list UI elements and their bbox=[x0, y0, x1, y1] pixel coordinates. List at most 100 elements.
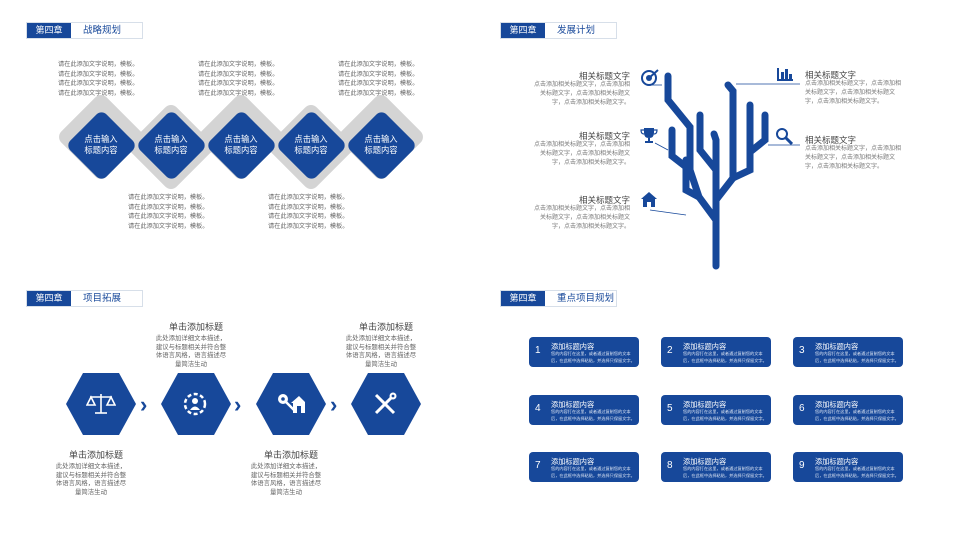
diamond-label: 点击输入标题内容 bbox=[349, 134, 413, 155]
item-title: 相关标题文字 bbox=[805, 135, 857, 145]
text-line: 请在此添加文字说明，模板。 bbox=[268, 222, 349, 230]
trophy-icon bbox=[640, 128, 658, 143]
text-block: 请在此添加文字说明，模板。请在此添加文字说明，模板。请在此添加文字说明，模板。请… bbox=[58, 60, 158, 98]
item-title: 相关标题文字 bbox=[578, 131, 630, 141]
text-line: 请在此添加文字说明，模板。 bbox=[268, 213, 349, 221]
item-desc: 点击添加相关标题文字，点击添加相关标题文字，点击添加相关标题文字，点击添加相关标… bbox=[533, 82, 630, 107]
chapter-tag: 第四章 bbox=[501, 23, 545, 38]
item-desc: 点击添加相关标题文字，点击添加相关标题文字，点击添加相关标题文字，点击添加相关标… bbox=[805, 146, 902, 171]
hexagon-shape[interactable] bbox=[160, 372, 232, 436]
chevron-right-icon: › bbox=[330, 392, 338, 417]
chevron-right-icon: › bbox=[234, 392, 242, 417]
diamond-label-line: 点击输入 bbox=[294, 134, 328, 144]
block-title: 单击添加标题 bbox=[263, 450, 318, 460]
text-block: 请在此添加文字说明，模板。请在此添加文字说明，模板。请在此添加文字说明，模板。请… bbox=[128, 193, 228, 231]
block-title: 单击添加标题 bbox=[68, 450, 123, 460]
diamond-label-line: 点击输入 bbox=[364, 134, 398, 144]
section-title: 发展计划 bbox=[557, 25, 596, 36]
text-line: 请在此添加文字说明，模板。 bbox=[128, 203, 209, 211]
item-desc: 点击添加相关标题文字，点击添加相关标题文字，点击添加相关标题文字，点击添加相关标… bbox=[805, 81, 902, 106]
key-house-icon bbox=[278, 394, 305, 413]
gear-person-icon bbox=[183, 392, 207, 416]
section-header-q3: 第四章 项目拓展 bbox=[26, 290, 143, 307]
card-number: 2 bbox=[667, 345, 673, 356]
chapter-tag: 第四章 bbox=[27, 291, 71, 306]
card-desc: 您的内容打在这里，或者通过复制您的文本后，在此框中选择粘贴，并选择只保留文字。 bbox=[683, 351, 767, 363]
item-desc: 点击添加相关标题文字，点击添加相关标题文字，点击添加相关标题文字，点击添加相关标… bbox=[533, 206, 630, 231]
card-desc: 您的内容打在这里，或者通过复制您的文本后，在此框中选择粘贴，并选择只保留文字。 bbox=[683, 409, 767, 421]
card-desc: 您的内容打在这里，或者通过复制您的文本后，在此框中选择粘贴，并选择只保留文字。 bbox=[815, 351, 899, 363]
block-desc: 此处添加详细文本描述，建议与标题相关并符合整体语言风格，语言描述尽量简洁生动 bbox=[155, 335, 227, 368]
card-title: 添加标题内容 bbox=[815, 342, 859, 351]
chapter-tag: 第四章 bbox=[501, 291, 545, 306]
diamond-label-line: 标题内容 bbox=[364, 144, 398, 155]
text-block: 请在此添加文字说明，模板。请在此添加文字说明，模板。请在此添加文字说明，模板。请… bbox=[268, 193, 368, 231]
text-line: 请在此添加文字说明，模板。 bbox=[268, 194, 349, 201]
section-header-q4: 第四章 重点项目规划 bbox=[500, 290, 617, 307]
card-title: 添加标题内容 bbox=[551, 400, 595, 409]
block-desc: 此处添加详细文本描述，建议与标题相关并符合整体语言风格，语言描述尽量简洁生动 bbox=[250, 463, 322, 496]
diamond-label-line: 标题内容 bbox=[154, 144, 188, 155]
card-title: 添加标题内容 bbox=[551, 342, 595, 351]
diamond-label-line: 点击输入 bbox=[84, 134, 118, 144]
chevron-right-icon: › bbox=[140, 392, 148, 417]
card-title: 添加标题内容 bbox=[551, 457, 595, 466]
hexagon-shape[interactable] bbox=[255, 372, 327, 436]
diamond-label-line: 标题内容 bbox=[84, 144, 118, 155]
text-line: 请在此添加文字说明，模板。 bbox=[338, 70, 419, 78]
card-number: 8 bbox=[667, 460, 673, 471]
home-icon bbox=[641, 192, 657, 207]
text-block: 请在此添加文字说明，模板。请在此添加文字说明，模板。请在此添加文字说明，模板。请… bbox=[338, 60, 438, 98]
card-desc: 您的内容打在这里，或者通过复制您的文本后，在此框中选择粘贴，并选择只保留文字。 bbox=[683, 466, 767, 478]
diamond-label: 点击输入标题内容 bbox=[279, 134, 343, 155]
item-title: 相关标题文字 bbox=[578, 71, 630, 81]
text-line: 请在此添加文字说明，模板。 bbox=[58, 61, 139, 68]
card-desc: 您的内容打在这里，或者通过复制您的文本后，在此框中选择粘贴，并选择只保留文字。 bbox=[551, 351, 635, 363]
plan-card[interactable]: 8 添加标题内容您的内容打在这里，或者通过复制您的文本后，在此框中选择粘贴，并选择… bbox=[661, 452, 771, 482]
card-number: 1 bbox=[535, 345, 541, 356]
card-number: 7 bbox=[535, 460, 541, 471]
tools-icon bbox=[374, 392, 397, 415]
section-title: 重点项目规划 bbox=[557, 293, 615, 304]
plan-card[interactable]: 4 添加标题内容您的内容打在这里，或者通过复制您的文本后，在此框中选择粘贴，并选择… bbox=[529, 395, 639, 425]
section-header-q2: 第四章 发展计划 bbox=[500, 22, 617, 39]
card-title: 添加标题内容 bbox=[683, 400, 727, 409]
search-icon bbox=[776, 128, 793, 145]
diamond-label-line: 标题内容 bbox=[224, 144, 258, 155]
card-number: 9 bbox=[799, 460, 805, 471]
item-title: 相关标题文字 bbox=[805, 70, 857, 80]
card-desc: 您的内容打在这里，或者通过复制您的文本后，在此框中选择粘贴，并选择只保留文字。 bbox=[551, 409, 635, 421]
card-title: 添加标题内容 bbox=[815, 400, 859, 409]
text-line: 请在此添加文字说明，模板。 bbox=[128, 213, 209, 221]
card-number: 4 bbox=[535, 403, 541, 414]
diamond-label-line: 点击输入 bbox=[224, 134, 258, 144]
text-line: 请在此添加文字说明，模板。 bbox=[128, 222, 209, 230]
card-desc: 您的内容打在这里，或者通过复制您的文本后，在此框中选择粘贴，并选择只保留文字。 bbox=[815, 409, 899, 421]
text-line: 请在此添加文字说明，模板。 bbox=[58, 70, 139, 78]
text-line: 请在此添加文字说明，模板。 bbox=[198, 89, 279, 97]
card-title: 添加标题内容 bbox=[683, 457, 727, 466]
block-title: 单击添加标题 bbox=[168, 322, 223, 332]
text-line: 请在此添加文字说明，模板。 bbox=[338, 61, 419, 68]
text-line: 请在此添加文字说明，模板。 bbox=[58, 89, 139, 97]
text-line: 请在此添加文字说明，模板。 bbox=[198, 80, 279, 88]
diamond-label-line: 点击输入 bbox=[154, 134, 188, 144]
text-line: 请在此添加文字说明，模板。 bbox=[58, 80, 139, 88]
plan-card[interactable]: 2 添加标题内容您的内容打在这里，或者通过复制您的文本后，在此框中选择粘贴，并选择… bbox=[661, 337, 771, 367]
scales-icon bbox=[86, 394, 116, 414]
block-desc: 此处添加详细文本描述，建议与标题相关并符合整体语言风格，语言描述尽量简洁生动 bbox=[55, 463, 127, 496]
diamond-label-line: 标题内容 bbox=[294, 144, 328, 155]
section-header-q1: 第四章 战略规划 bbox=[26, 22, 143, 39]
plan-card[interactable]: 1 添加标题内容您的内容打在这里，或者通过复制您的文本后，在此框中选择粘贴，并选择… bbox=[529, 337, 639, 367]
text-line: 请在此添加文字说明，模板。 bbox=[198, 61, 279, 68]
text-line: 请在此添加文字说明，模板。 bbox=[338, 80, 419, 88]
item-title: 相关标题文字 bbox=[578, 195, 630, 205]
diamond-label: 点击输入标题内容 bbox=[139, 134, 203, 155]
text-line: 请在此添加文字说明，模板。 bbox=[198, 70, 279, 78]
card-title: 添加标题内容 bbox=[683, 342, 727, 351]
